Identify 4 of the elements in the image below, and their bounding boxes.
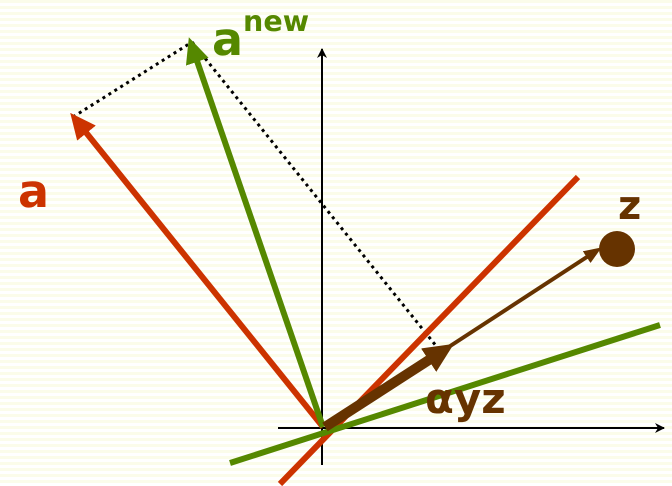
point-label: z — [618, 186, 642, 226]
vector-label: a$^{new}$ — [212, 8, 310, 62]
vector-label: a — [18, 168, 50, 214]
vector-label: αyz — [425, 378, 506, 420]
